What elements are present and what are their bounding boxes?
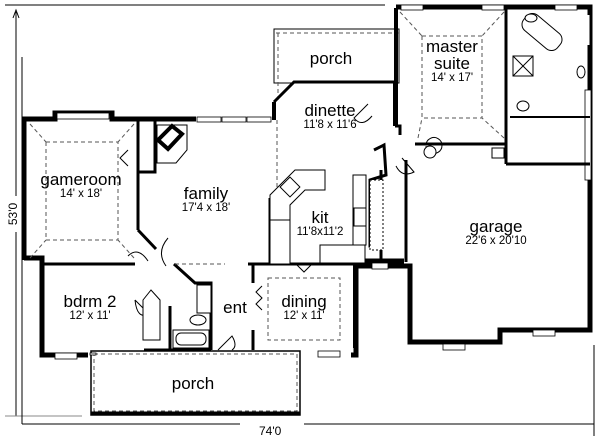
room-label-porch-rear: porch: [310, 50, 353, 68]
room-label-kit: kit 11'8x11'2: [297, 209, 344, 239]
room-dims: 14' x 18': [59, 188, 103, 200]
room-name: kit: [311, 208, 329, 227]
ceiling-outlines: [29, 11, 505, 341]
windows: [54, 4, 592, 360]
room-label-master-suite: master suite 14' x 17': [426, 38, 478, 85]
room-label-dining: dining 12' x 11': [281, 293, 326, 323]
room-label-porch-front: porch: [172, 375, 215, 393]
room-dims: 12' x 11': [69, 310, 111, 322]
kitchen-counters: [269, 169, 384, 265]
interior-walls: [42, 7, 590, 352]
room-name: family: [183, 184, 229, 203]
room-name-line1: master: [426, 37, 478, 56]
room-dims: 11'8 x 11'6: [303, 119, 357, 131]
room-name: gameroom: [40, 170, 122, 189]
room-name: bdrm 2: [63, 292, 117, 311]
room-label-garage: garage 22'6 x 20'10: [465, 218, 526, 248]
room-name: ent: [223, 298, 247, 317]
room-name-line2: suite: [434, 54, 470, 73]
room-label-ent: ent: [223, 299, 247, 317]
overall-width-label: 74'0: [259, 424, 282, 438]
room-name: porch: [171, 374, 215, 393]
room-name: dinette: [304, 101, 356, 120]
fireplace: [155, 123, 188, 164]
room-dims: 14' x 17': [430, 72, 474, 84]
room-label-family: family 17'4 x 18': [182, 185, 231, 215]
room-name: porch: [309, 49, 353, 68]
room-dims: 12' x 11': [283, 310, 325, 322]
bathroom-fixtures: [142, 12, 586, 349]
room-name: dining: [281, 292, 327, 311]
room-label-bdrm-2: bdrm 2 12' x 11': [64, 293, 117, 323]
room-dims: 17'4 x 18': [181, 202, 231, 214]
room-dims: 22'6 x 20'10: [465, 235, 527, 247]
room-dims: 11'8x11'2: [296, 226, 344, 238]
room-label-dinette: dinette 11'8 x 11'6: [303, 102, 356, 132]
overall-depth-label: 53'0: [6, 202, 20, 226]
room-name: garage: [469, 217, 523, 236]
room-label-gameroom: gameroom 14' x 18': [40, 171, 121, 201]
